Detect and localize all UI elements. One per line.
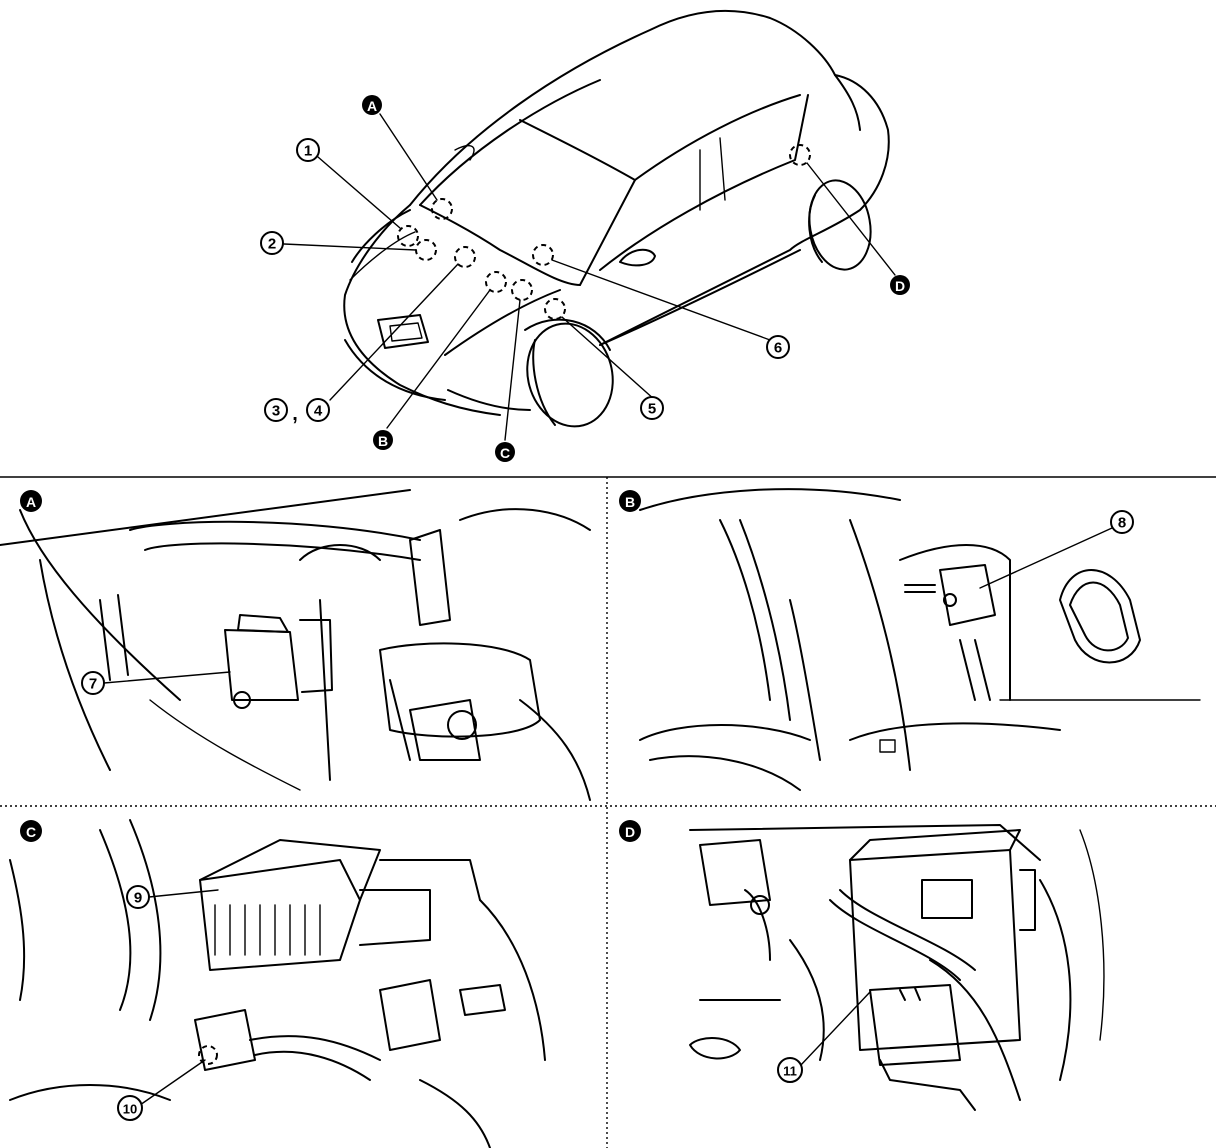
svg-text:4: 4 [314, 403, 323, 420]
label-separator: , [292, 403, 298, 425]
callout-component-1: 1 [296, 138, 320, 162]
panel-d: D 11 [619, 820, 1105, 1111]
svg-text:11: 11 [783, 1064, 797, 1079]
svg-text:D: D [625, 824, 635, 840]
svg-text:A: A [367, 98, 377, 114]
location-marker-2 [415, 239, 437, 261]
callout-component-6: 6 [766, 335, 790, 359]
svg-text:B: B [625, 494, 635, 510]
svg-text:6: 6 [774, 340, 782, 357]
leader-lines [283, 113, 896, 441]
svg-text:2: 2 [268, 236, 276, 253]
callout-location-b: B [373, 430, 393, 450]
svg-text:1: 1 [304, 143, 312, 160]
panel-c-letter-callout: C [20, 820, 42, 842]
overview-number-callouts: 1 2 3 , 4 5 6 [260, 138, 790, 425]
panel-d-letter-callout: D [619, 820, 641, 842]
location-marker-a [431, 198, 453, 220]
location-marker-b [485, 271, 507, 293]
svg-text:B: B [378, 433, 388, 449]
location-marker-d [789, 144, 811, 166]
panel-b: B 8 [619, 488, 1201, 791]
svg-text:A: A [26, 494, 36, 510]
location-marker-5 [544, 298, 566, 320]
callout-component-2: 2 [260, 231, 284, 255]
callout-component-11: 11 [777, 1057, 803, 1083]
callout-component-5: 5 [640, 396, 664, 420]
panel-grid-lines [0, 476, 1216, 1148]
location-marker-1 [397, 225, 419, 247]
svg-text:9: 9 [134, 890, 142, 907]
svg-text:7: 7 [89, 676, 97, 693]
callout-component-7: 7 [81, 671, 105, 695]
vehicle-illustration [343, 9, 890, 428]
callout-component-8: 8 [1110, 510, 1134, 534]
location-markers [397, 144, 811, 320]
location-marker-3-4 [454, 246, 476, 268]
svg-text:3: 3 [272, 403, 280, 420]
callout-component-10: 10 [117, 1095, 143, 1121]
panel-b-letter-callout: B [619, 490, 641, 512]
callout-component-4: 4 [306, 398, 330, 422]
panel-c: C 9 10 [9, 819, 546, 1148]
panel-a-letter-callout: A [20, 490, 42, 512]
svg-text:D: D [895, 278, 905, 294]
svg-text:C: C [500, 445, 510, 461]
svg-text:5: 5 [648, 401, 656, 418]
panel-a: A 7 [0, 489, 591, 801]
svg-text:10: 10 [123, 1102, 137, 1117]
callout-location-a: A [362, 95, 382, 115]
overview-letter-callouts: A B C D [362, 95, 910, 462]
location-marker-c [511, 279, 533, 301]
callout-location-c: C [495, 442, 515, 462]
callout-component-3: 3 [264, 398, 288, 422]
callout-location-d: D [890, 275, 910, 295]
svg-text:8: 8 [1118, 515, 1126, 532]
svg-text:C: C [26, 824, 36, 840]
callout-component-9: 9 [126, 885, 150, 909]
location-marker-6 [532, 244, 554, 266]
